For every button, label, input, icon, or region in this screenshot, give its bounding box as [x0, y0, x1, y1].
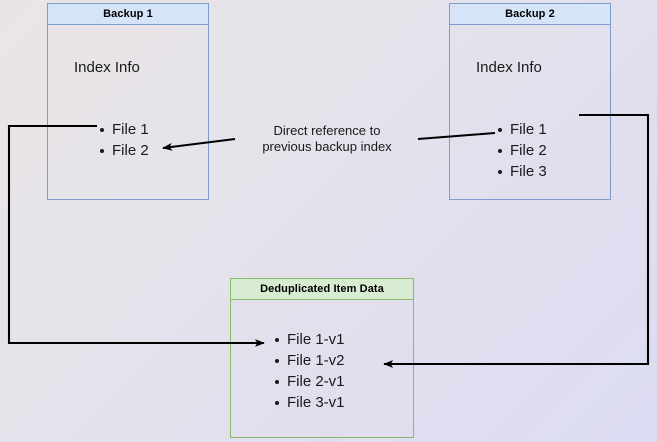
- node-backup-1-body: Index Info File 1 File 2: [48, 25, 208, 199]
- node-backup-2-body: Index Info File 1 File 2 File 3: [450, 25, 610, 199]
- node-backup-1-title: Backup 1: [48, 4, 208, 25]
- backup-2-file-list: File 1 File 2 File 3: [496, 119, 547, 182]
- node-deduplicated-item-data[interactable]: Deduplicated Item Data File 1-v1 File 1-…: [230, 278, 414, 438]
- dedup-file-list: File 1-v1 File 1-v2 File 2-v1 File 3-v1: [273, 329, 345, 413]
- backup-2-index-info-label: Index Info: [476, 59, 542, 76]
- backup-2-file-item[interactable]: File 1: [496, 119, 547, 140]
- node-deduplicated-item-data-body: File 1-v1 File 1-v2 File 2-v1 File 3-v1: [231, 300, 413, 437]
- node-backup-2-title: Backup 2: [450, 4, 610, 25]
- backup-2-file-item[interactable]: File 3: [496, 161, 547, 182]
- backup-2-file-item[interactable]: File 2: [496, 140, 547, 161]
- backup-1-file-list: File 1 File 2: [98, 119, 149, 161]
- backup-1-index-info-label: Index Info: [74, 59, 140, 76]
- node-deduplicated-item-data-title: Deduplicated Item Data: [231, 279, 413, 300]
- node-backup-2[interactable]: Backup 2 Index Info File 1 File 2 File 3: [449, 3, 611, 200]
- dedup-file-item[interactable]: File 3-v1: [273, 392, 345, 413]
- dedup-file-item[interactable]: File 1-v1: [273, 329, 345, 350]
- dedup-file-item[interactable]: File 2-v1: [273, 371, 345, 392]
- edge-label-direct-reference: Direct reference to previous backup inde…: [262, 123, 392, 154]
- dedup-file-item[interactable]: File 1-v2: [273, 350, 345, 371]
- node-backup-1[interactable]: Backup 1 Index Info File 1 File 2: [47, 3, 209, 200]
- backup-1-file-item[interactable]: File 1: [98, 119, 149, 140]
- backup-1-file-item[interactable]: File 2: [98, 140, 149, 161]
